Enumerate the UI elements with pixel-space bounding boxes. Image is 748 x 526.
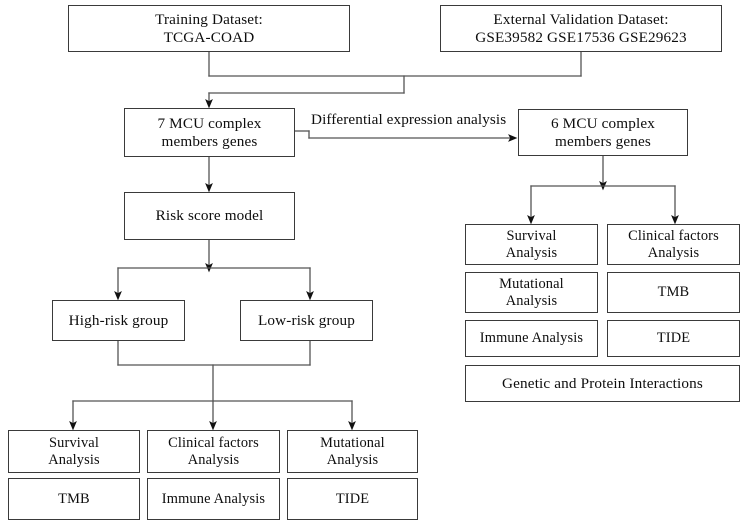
node-right-mutational-analysis-label: Mutational Analysis — [499, 275, 564, 309]
node-high-risk-group-label: High-risk group — [68, 311, 169, 329]
node-right-clinical-factors-analysis-label: Clinical factors Analysis — [628, 227, 719, 261]
node-left-survival-analysis-label: Survival Analysis — [48, 434, 100, 468]
node-left-immune-analysis-label: Immune Analysis — [161, 490, 266, 507]
node-right-survival-analysis-label: Survival Analysis — [505, 227, 558, 261]
node-right-immune-analysis[interactable]: Immune Analysis — [465, 320, 598, 357]
node-left-clinical-factors-analysis[interactable]: Clinical factors Analysis — [147, 430, 280, 473]
node-left-mutational-analysis-label: Mutational Analysis — [320, 434, 385, 468]
node-right-genetic-protein-interactions-label: Genetic and Protein Interactions — [502, 374, 703, 392]
node-external-validation-dataset-label: External Validation Dataset: GSE39582 GS… — [475, 10, 687, 46]
node-training-dataset-label: Training Dataset: TCGA-COAD — [155, 10, 263, 46]
node-right-tide[interactable]: TIDE — [607, 320, 740, 357]
node-left-tide-label: TIDE — [335, 490, 370, 507]
node-right-tide-label: TIDE — [656, 330, 691, 346]
node-left-tmb-label: TMB — [58, 490, 90, 507]
edge-label-differential-expression-analysis: Differential expression analysis — [311, 111, 507, 128]
node-external-validation-dataset[interactable]: External Validation Dataset: GSE39582 GS… — [440, 5, 722, 52]
node-left-tmb[interactable]: TMB — [8, 478, 140, 520]
node-left-survival-analysis[interactable]: Survival Analysis — [8, 430, 140, 473]
node-right-genetic-protein-interactions[interactable]: Genetic and Protein Interactions — [465, 365, 740, 402]
node-high-risk-group[interactable]: High-risk group — [52, 300, 185, 341]
node-right-immune-analysis-label: Immune Analysis — [479, 330, 584, 346]
node-risk-score-model-label: Risk score model — [155, 207, 264, 225]
node-low-risk-group-label: Low-risk group — [257, 311, 355, 329]
node-right-survival-analysis[interactable]: Survival Analysis — [465, 224, 598, 265]
node-left-clinical-factors-analysis-label: Clinical factors Analysis — [168, 434, 259, 468]
node-left-mutational-analysis[interactable]: Mutational Analysis — [287, 430, 418, 473]
node-right-clinical-factors-analysis[interactable]: Clinical factors Analysis — [607, 224, 740, 265]
node-risk-score-model[interactable]: Risk score model — [124, 192, 295, 240]
node-left-immune-analysis[interactable]: Immune Analysis — [147, 478, 280, 520]
node-left-tide[interactable]: TIDE — [287, 478, 418, 520]
node-six-mcu-complex-label: 6 MCU complex members genes — [550, 114, 656, 150]
node-right-tmb-label: TMB — [657, 284, 690, 300]
node-training-dataset[interactable]: Training Dataset: TCGA-COAD — [68, 5, 350, 52]
node-low-risk-group[interactable]: Low-risk group — [240, 300, 373, 341]
node-seven-mcu-complex[interactable]: 7 MCU complex members genes — [124, 108, 295, 157]
node-right-tmb[interactable]: TMB — [607, 272, 740, 313]
node-seven-mcu-complex-label: 7 MCU complex members genes — [157, 114, 262, 150]
node-six-mcu-complex[interactable]: 6 MCU complex members genes — [518, 109, 688, 156]
node-right-mutational-analysis[interactable]: Mutational Analysis — [465, 272, 598, 313]
